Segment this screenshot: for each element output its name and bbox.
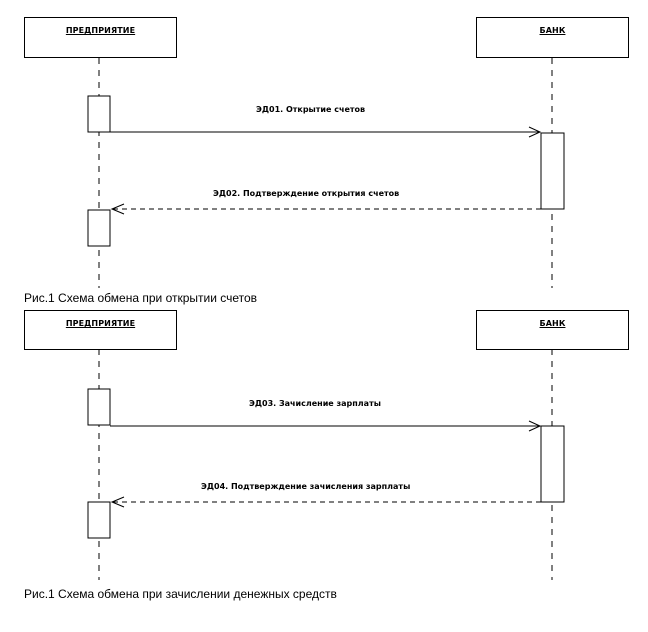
- diagram-lines: [87, 58, 565, 288]
- activation-enterprise-1: [87, 388, 111, 426]
- figure-caption: Рис.1 Схема обмена при открытии счетов: [24, 291, 258, 305]
- message-label-ed01: ЭД01. Открытие счетов: [256, 105, 366, 114]
- arrowhead-ed01: [528, 126, 542, 138]
- participant-bank: БАНК: [476, 17, 629, 58]
- figure-caption: Рис.1 Схема обмена при зачислении денежн…: [24, 587, 337, 601]
- participant-label: ПРЕДПРИЯТИЕ: [65, 319, 136, 328]
- activation-bank: [540, 425, 565, 503]
- diagram-lines: [87, 349, 565, 580]
- message-label-ed03: ЭД03. Зачисление зарплаты: [249, 399, 381, 408]
- participant-enterprise: ПРЕДПРИЯТИЕ: [24, 310, 177, 350]
- message-label-ed04: ЭД04. Подтверждение зачисления зарплаты: [201, 482, 411, 491]
- activation-bank: [540, 132, 565, 210]
- participant-label: БАНК: [539, 26, 566, 35]
- participant-enterprise: ПРЕДПРИЯТИЕ: [24, 17, 177, 58]
- activation-enterprise-2: [87, 501, 111, 539]
- participant-label: БАНК: [539, 319, 566, 328]
- participant-label: ПРЕДПРИЯТИЕ: [65, 26, 136, 35]
- arrowhead-ed03: [528, 420, 542, 432]
- activation-enterprise-2: [87, 209, 111, 247]
- arrowhead-ed04: [110, 496, 125, 508]
- activation-enterprise-1: [87, 95, 111, 133]
- message-label-ed02: ЭД02. Подтверждение открытия счетов: [213, 189, 400, 198]
- arrowhead-ed02: [110, 203, 125, 215]
- sequence-diagram-salary-crediting: ПРЕДПРИЯТИЕ БАНК ЭД03. Зачисление зарпла…: [0, 310, 648, 632]
- sequence-diagram-account-opening: ПРЕДПРИЯТИЕ БАНК ЭД01. Открытие счетов Э…: [0, 0, 648, 305]
- participant-bank: БАНК: [476, 310, 629, 350]
